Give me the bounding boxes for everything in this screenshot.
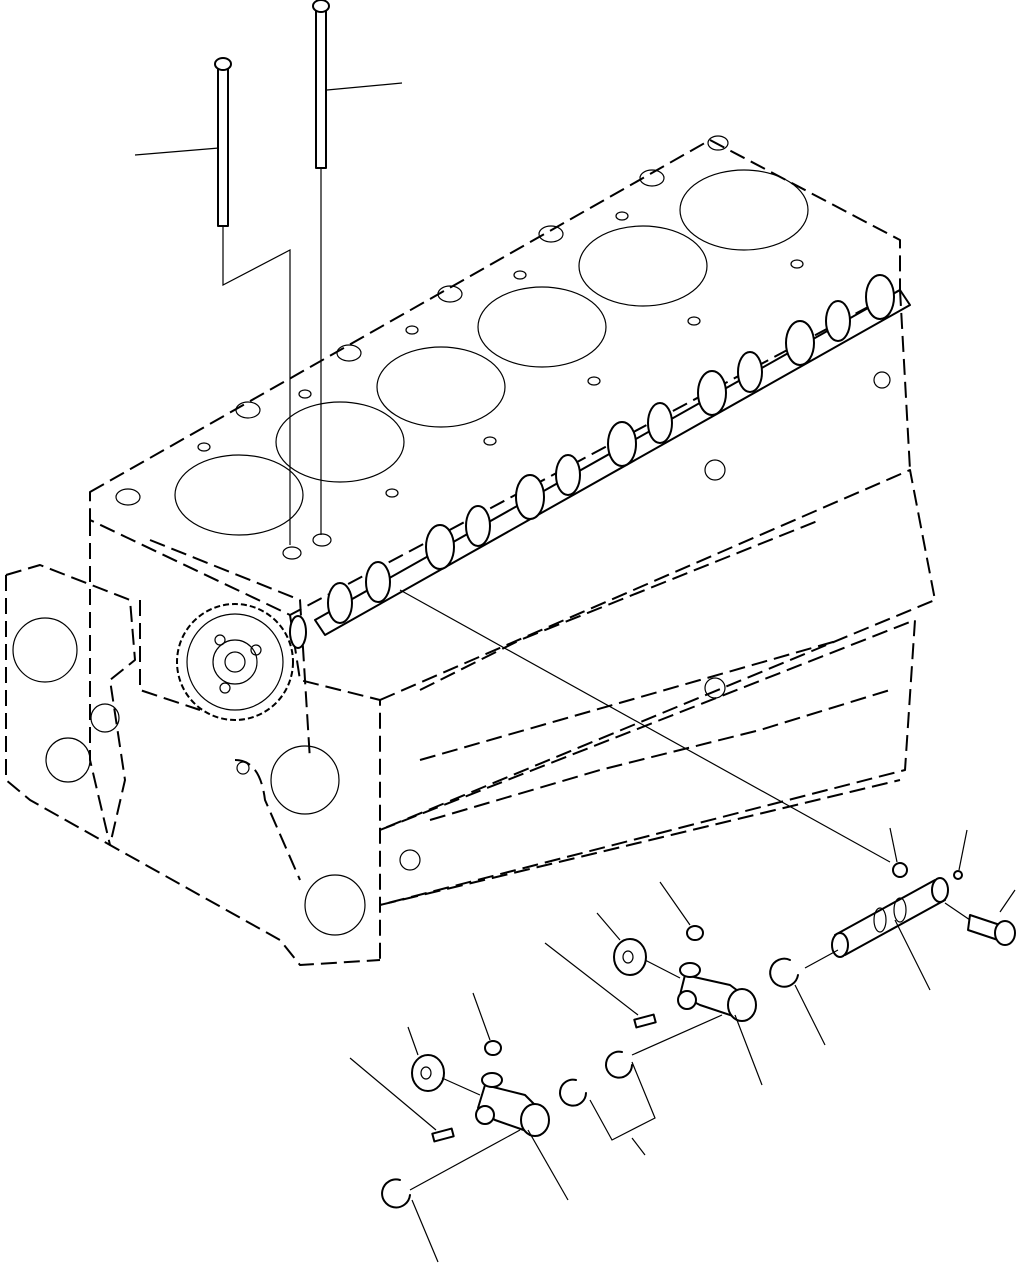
head-bolt-holes (115, 135, 804, 560)
roller-lower (407, 1026, 481, 1096)
front-plate-holes (12, 371, 891, 936)
rocker-arm-lower (475, 1072, 569, 1201)
camshaft (314, 274, 911, 636)
snap-ring-center (559, 1061, 656, 1156)
leader-block-to-shaft (399, 589, 891, 863)
cap-lower (472, 992, 502, 1056)
rocker-shaft (831, 877, 949, 991)
pin-lower (349, 1057, 455, 1143)
shaft-plug (889, 827, 908, 878)
shaft-ball (953, 829, 968, 880)
cam-gear (176, 603, 307, 721)
pin-upper (544, 942, 657, 1029)
push-rod-leader-lines (134, 82, 403, 545)
mounting-bolt (944, 889, 1016, 946)
cap-upper (659, 881, 704, 941)
snap-ring-middle (605, 1014, 723, 1079)
roller-upper (596, 912, 681, 979)
push-rod-short (214, 57, 232, 227)
rocker-arm-upper (677, 962, 763, 1086)
snap-ring-lower (381, 1129, 521, 1263)
snap-ring-right (769, 949, 839, 1046)
cylinder-bores (174, 169, 809, 536)
push-rod-long (312, 0, 330, 169)
